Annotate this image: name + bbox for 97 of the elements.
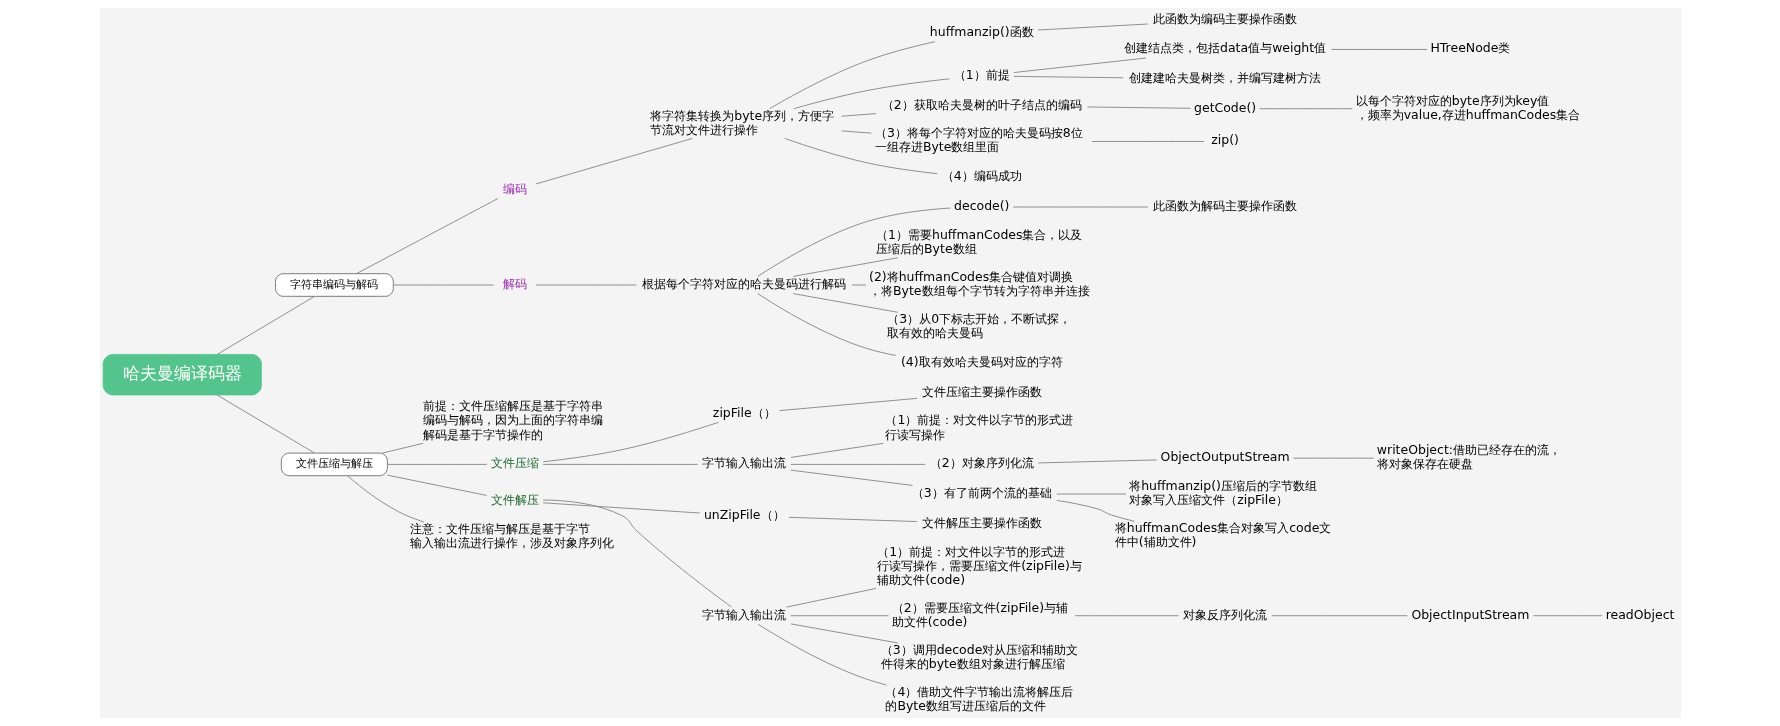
node-text: （1）前提：对文件以字节的形式进行读写操作，需要压缩文件(zipFile)与辅助文件(code): [876, 543, 1082, 587]
node-text: (4)取有效哈夫曼码对应的字符: [900, 353, 1063, 369]
node-box: 文件压缩与解压: [280, 452, 388, 477]
connector: [386, 463, 487, 465]
node-box: 字符串编码与解码: [274, 273, 394, 297]
node-text: 编码: [502, 181, 527, 196]
node-text: ObjectOutputStream: [1160, 449, 1290, 465]
connector: [216, 295, 315, 355]
connector: [1055, 499, 1135, 522]
node-text: 字节输入输出流: [701, 606, 786, 622]
connector: [392, 284, 494, 286]
connector: [1532, 615, 1603, 617]
node-text: ObjectInputStream: [1410, 606, 1529, 622]
connector: [535, 284, 637, 286]
node-text: decode(): [953, 197, 1009, 213]
node-text: 根据每个字符对应的哈夫曼码进行解码: [641, 275, 846, 291]
node-text: 创建建哈夫曼树类，并编写建树方法: [1128, 70, 1321, 86]
connector: [778, 397, 917, 412]
connector: [1074, 615, 1179, 617]
node-text: 此函数为编码主要操作函数: [1152, 10, 1297, 26]
connector: [1258, 108, 1353, 110]
node-text: （1）前提: [953, 66, 1010, 82]
node-text: 将字符集转换为byte序列，方便字节流对文件进行操作: [649, 107, 834, 137]
connector: [1055, 493, 1126, 495]
connector: [1037, 23, 1148, 31]
node-text: 此函数为解码主要操作函数: [1152, 197, 1297, 213]
connector: [1012, 57, 1146, 73]
node-box: 哈夫曼编译码器: [102, 354, 262, 396]
connector: [1090, 141, 1204, 142]
connector: [346, 475, 425, 523]
node-text: huffmanzip()函数: [929, 24, 1034, 40]
node-text: 解码: [502, 276, 527, 291]
connector: [386, 474, 487, 496]
connector: [757, 623, 887, 686]
node-text: 将huffmanzip()压缩后的字节数组对象写入压缩文件（zipFile）: [1128, 477, 1317, 508]
connector: [789, 615, 889, 617]
node-text: 前提：文件压缩解压是基于字符串编码与解码，因为上面的字符串编解码是基于字节操作的: [422, 398, 603, 442]
node-text: zip(): [1210, 132, 1239, 148]
connector: [792, 257, 898, 277]
connector: [542, 499, 732, 608]
node-text: getCode(): [1193, 99, 1256, 115]
connector: [1292, 457, 1374, 459]
node-text: writeObject:借助已经存在的流，将对象保存在硬盘: [1376, 442, 1561, 472]
connector: [840, 130, 872, 134]
node-text: 文件解压: [490, 493, 539, 508]
node-text: readObject: [1605, 606, 1674, 622]
connector: [1012, 75, 1124, 79]
node-text: 注意：文件压缩与解压是基于字节输入输出流进行操作，涉及对象序列化: [409, 520, 614, 550]
node-text: （3）从0下标志开始，不断试探，取有效的哈夫曼码: [886, 311, 1071, 341]
node-text: （3）有了前两个流的基础: [911, 485, 1052, 500]
node-text: 将huffmanCodes集合对象写入code文件中(辅助文件): [1114, 520, 1331, 550]
connector: [787, 516, 917, 522]
connector: [851, 284, 866, 286]
connector: [789, 463, 926, 465]
node-text: （2）需要压缩文件(zipFile)与辅助文件(code): [891, 599, 1068, 629]
node-text: 字节输入输出流: [701, 455, 786, 471]
connector: [542, 502, 700, 514]
node-text: （4）编码成功: [941, 168, 1022, 184]
node-text: (2)将huffmanCodes集合键值对调换，将Byte数组每个字节转为字符串并连接: [868, 268, 1090, 298]
connector: [216, 394, 315, 454]
node-text: 以每个字符对应的byte序列为key值，频率为value,存进huffmanCodes集合: [1355, 92, 1580, 122]
node-text: unZipFile（）: [703, 506, 785, 522]
connector: [542, 463, 698, 465]
node-text: （2）获取哈夫曼树的叶子结点的编码: [881, 96, 1082, 112]
connector: [1270, 615, 1408, 617]
connector: [840, 113, 876, 117]
connector: [789, 469, 913, 486]
node-text: HTreeNode类: [1429, 40, 1510, 56]
node-text: zipFile（）: [712, 404, 776, 420]
node-text: （1）前提：对文件以字节的形式进行读写操作: [884, 412, 1073, 442]
connector: [756, 207, 951, 277]
connector: [1086, 106, 1191, 109]
connector: [785, 588, 876, 608]
connector: [1037, 459, 1157, 464]
node-text: 对象反序列化流: [1182, 606, 1267, 622]
connector: [783, 137, 938, 175]
connector: [792, 78, 950, 110]
node-text: （2）对象序列化流: [929, 455, 1034, 471]
connector: [789, 623, 898, 644]
node-text: 文件压缩: [490, 456, 539, 471]
connector: [542, 421, 719, 463]
node-text: （3）调用decode对从压缩和辅助文件得来的byte数组对象进行解压缩: [880, 641, 1078, 671]
node-text: 文件解压主要操作函数: [921, 514, 1042, 530]
connector: [756, 293, 896, 356]
connector: [768, 41, 935, 110]
node-text: （4）借助文件字节输出流将解压后的Byte数组写进压缩后的文件: [884, 683, 1073, 713]
node-text: 创建结点类，包括data值与weight值: [1123, 40, 1326, 56]
connector: [792, 293, 898, 313]
connector: [535, 137, 693, 185]
node-text: 文件压缩主要操作函数: [921, 383, 1042, 399]
node-text: （3）将每个字符对应的哈夫曼码按8位一组存进Byte数组里面: [874, 125, 1083, 155]
connector: [355, 198, 498, 274]
connector: [381, 442, 423, 454]
connector: [1330, 49, 1427, 50]
connector: [789, 442, 884, 458]
node-text: （1）需要huffmanCodes集合，以及压缩后的Byte数组: [875, 226, 1083, 256]
connector: [1012, 206, 1148, 208]
